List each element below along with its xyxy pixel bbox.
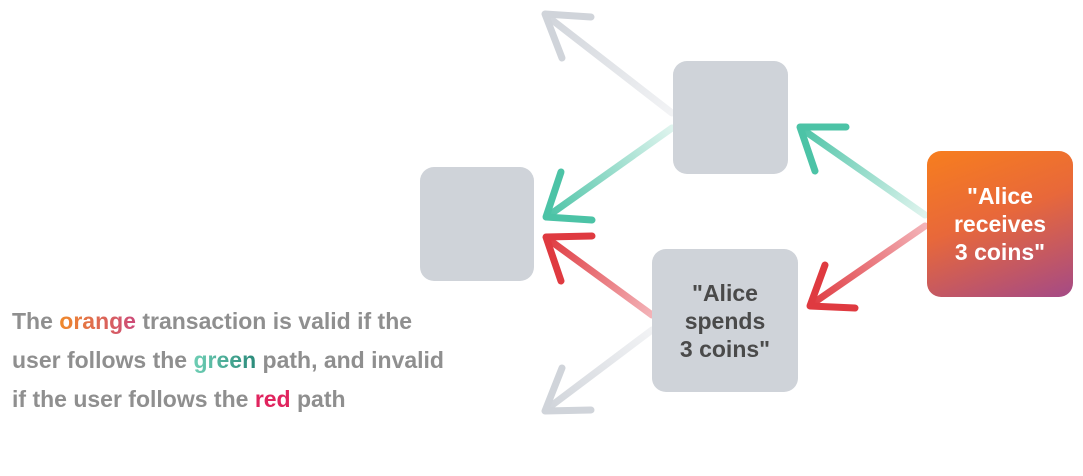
caption-part-4: path — [290, 386, 346, 412]
alice-receives-label: "Alice receives 3 coins" — [953, 183, 1047, 265]
caption-part-1: The — [12, 308, 60, 334]
empty-box-top — [673, 61, 788, 174]
green-arrow-alice-to-top — [796, 123, 929, 219]
red-arrow-alice-to-spend — [806, 222, 929, 312]
green-arrow-top-to-left — [542, 124, 676, 224]
caption-green-word: green — [193, 347, 257, 373]
caption-part-3: path, and invalid if the user follows th… — [12, 347, 444, 412]
alice-spends-label: "Alice spends 3 coins" — [679, 279, 771, 362]
alice-receives-box: "Alice receives 3 coins" — [927, 151, 1073, 297]
empty-box-left — [420, 167, 534, 281]
caption-orange-word: orange — [59, 308, 136, 334]
red-arrow-spend-to-left — [542, 232, 656, 319]
gray-arrow-top — [541, 10, 676, 117]
caption-red-word: red — [254, 386, 291, 412]
alice-spends-box: "Alice spends 3 coins" — [652, 249, 798, 392]
caption-part-2: transaction is valid if the user follows… — [12, 308, 413, 373]
caption: The orange transaction is valid if the u… — [12, 302, 452, 419]
gray-arrow-bottom — [541, 326, 656, 415]
